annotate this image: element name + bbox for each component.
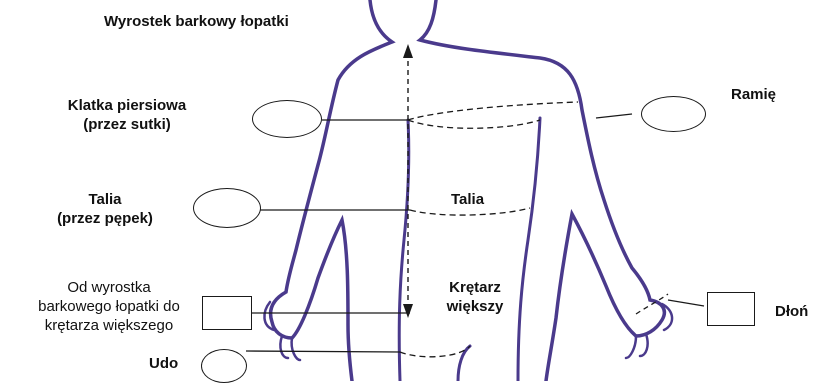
acromion-trochanter-label-line1: Od wyrostka xyxy=(14,278,204,297)
waist-left-label: Talia (przez pępek) xyxy=(40,190,170,228)
hand-leader-line xyxy=(668,300,704,306)
thigh-circumference-dashed xyxy=(400,346,470,357)
body-outline-left xyxy=(271,0,392,381)
chest-label-line2: (przez sutki) xyxy=(52,115,202,134)
chest-circumference-dashed xyxy=(408,120,540,128)
trochanter-label: Krętarz większy xyxy=(430,278,520,316)
scapula-label: Wyrostek barkowy łopatki xyxy=(104,12,289,31)
torso-side-right xyxy=(518,118,540,381)
arrow-head-top xyxy=(403,44,413,58)
acromion-trochanter-label: Od wyrostka barkowego łopatki do krętarz… xyxy=(14,278,204,335)
thigh-measurement-oval[interactable] xyxy=(201,349,247,383)
chest-label-line1: Klatka piersiowa xyxy=(52,96,202,115)
arrow-head-bottom xyxy=(403,304,413,318)
hand-label: Dłoń xyxy=(775,302,808,321)
acromion-trochanter-label-line2: barkowego łopatki do xyxy=(14,297,204,316)
waist-measurement-oval[interactable] xyxy=(193,188,261,228)
chest-measurement-oval[interactable] xyxy=(252,100,322,138)
chest-upper-arc-dashed xyxy=(408,102,578,120)
waist-body-label: Talia xyxy=(451,190,484,209)
thigh-leader-line xyxy=(246,351,400,352)
acromion-trochanter-measurement-box[interactable] xyxy=(202,296,252,330)
arm-measurement-oval[interactable] xyxy=(641,96,706,132)
waist-circumference-dashed xyxy=(410,208,530,215)
waist-left-label-line2: (przez pępek) xyxy=(40,209,170,228)
trochanter-label-line1: Krętarz xyxy=(430,278,520,297)
arm-label: Ramię xyxy=(731,85,776,104)
waist-left-label-line1: Talia xyxy=(40,190,170,209)
arm-leader-line xyxy=(596,114,632,118)
hand-measurement-box[interactable] xyxy=(707,292,755,326)
thigh-label: Udo xyxy=(149,354,178,373)
trochanter-label-line2: większy xyxy=(430,297,520,316)
acromion-trochanter-label-line3: krętarza większego xyxy=(14,316,204,335)
chest-label: Klatka piersiowa (przez sutki) xyxy=(52,96,202,134)
